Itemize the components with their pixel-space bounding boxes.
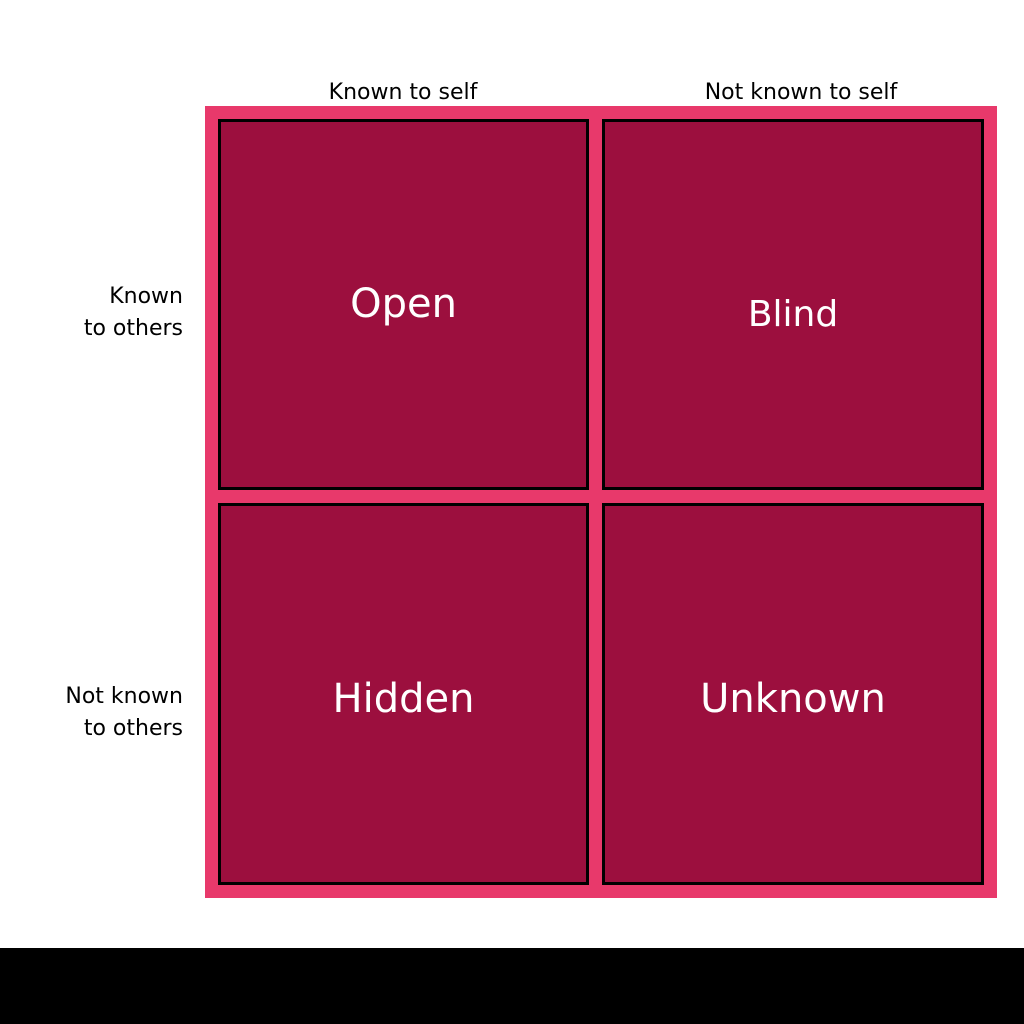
row-header-known-to-others-line2: to others bbox=[83, 316, 183, 341]
column-header-not-known-to-self: Not known to self bbox=[704, 80, 898, 105]
row-header-not-known-to-others-line2: to others bbox=[83, 716, 183, 741]
row-header-known-to-others-line1: Known bbox=[109, 284, 183, 309]
quadrant-open-label: Open bbox=[350, 280, 457, 327]
johari-window-matrix: Open Blind Hidden Unknown bbox=[205, 106, 997, 898]
letterbox-bar bbox=[0, 948, 1024, 1024]
column-header-known-to-self: Known to self bbox=[328, 80, 478, 105]
quadrant-hidden-label: Hidden bbox=[332, 676, 475, 722]
quadrant-unknown[interactable]: Unknown bbox=[602, 503, 984, 885]
quadrant-unknown-label: Unknown bbox=[700, 676, 886, 722]
quadrant-blind[interactable]: Blind bbox=[602, 119, 984, 490]
quadrant-hidden[interactable]: Hidden bbox=[218, 503, 589, 885]
row-header-not-known-to-others: Not known to others bbox=[3, 681, 183, 745]
row-header-not-known-to-others-line1: Not known bbox=[65, 684, 183, 709]
quadrant-blind-label: Blind bbox=[747, 293, 839, 335]
row-header-known-to-others: Known to others bbox=[3, 281, 183, 345]
quadrant-open[interactable]: Open bbox=[218, 119, 589, 490]
